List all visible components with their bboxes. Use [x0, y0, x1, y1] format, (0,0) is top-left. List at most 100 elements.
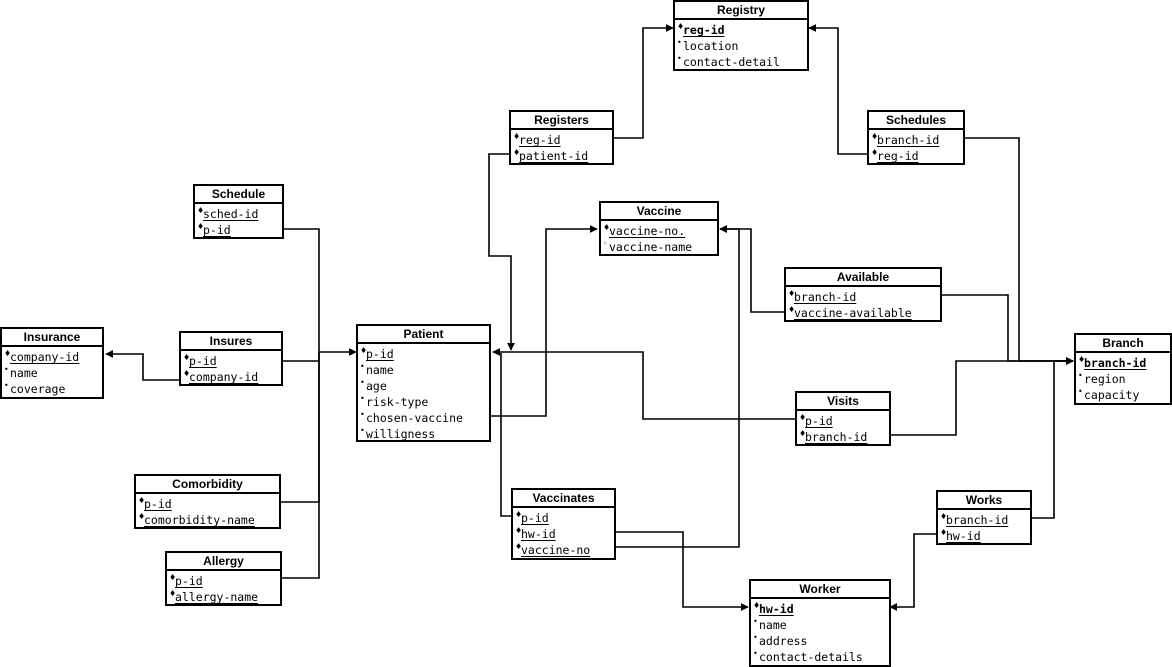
attribute-marker-icon: ♦: [871, 148, 879, 157]
entity-insurance[interactable]: Insurance♦company-id•name•coverage: [0, 327, 104, 399]
foreign-key-name: branch-id: [805, 430, 868, 444]
foreign-key-name: branch-id: [946, 513, 1009, 527]
attribute-marker-icon: •: [677, 38, 682, 47]
entity-registry[interactable]: Registry ♦reg-id•location•contact-detail: [673, 0, 809, 71]
foreign-key-name: reg-id: [877, 149, 919, 163]
entity-available[interactable]: Available♦branch-id♦vaccine-available: [784, 267, 942, 322]
attribute-row: •capacity: [1076, 387, 1170, 403]
entity-title: Schedule: [195, 186, 282, 204]
entity-title: Visits: [797, 393, 889, 411]
attribute-row: •risk-type: [358, 394, 489, 410]
attribute-list: ♦company-id•name•coverage: [2, 347, 102, 397]
attribute-marker-icon: ♦: [1078, 355, 1086, 364]
attribute-marker-icon: ♦: [799, 429, 807, 438]
attribute-name: willigness: [366, 427, 436, 441]
attribute-row: •region: [1076, 371, 1170, 387]
connector-vaccinates-vaccine: [615, 225, 740, 548]
attribute-marker-icon: •: [360, 362, 365, 371]
attribute-row: ♦p-id: [797, 413, 889, 429]
attribute-row: ♦reg-id: [869, 148, 963, 164]
attribute-row: ♦p-id: [136, 496, 279, 512]
entity-title: Worker: [751, 581, 889, 599]
attribute-row: •address: [751, 633, 889, 649]
entity-title: Works: [938, 492, 1030, 510]
attribute-marker-icon: •: [360, 378, 365, 387]
attribute-marker-icon: ♦: [677, 22, 685, 31]
entity-worker[interactable]: Worker♦hw-id•name•address•contact-detail…: [749, 579, 891, 667]
attribute-list: ♦reg-id♦patient-id: [511, 130, 612, 164]
attribute-list: ♦branch-id♦hw-id: [938, 510, 1030, 544]
attribute-marker-icon: ♦: [197, 206, 205, 215]
entity-schedules[interactable]: Schedules♦branch-id♦reg-id: [867, 110, 965, 165]
entity-schedule[interactable]: Schedule♦sched-id♦p-id: [193, 184, 284, 239]
connector-works-worker: [889, 533, 936, 611]
attribute-row: ♦reg-id: [675, 22, 807, 38]
attribute-row: ♦allergy-name: [167, 589, 280, 605]
attribute-row: ♦patient-id: [511, 148, 612, 164]
foreign-key-name: p-id: [366, 347, 394, 361]
attribute-marker-icon: •: [677, 54, 682, 63]
entity-title: Branch: [1076, 335, 1170, 353]
attribute-list: ♦p-id♦comorbidity-name: [136, 494, 279, 528]
entity-visits[interactable]: Visits♦p-id♦branch-id: [795, 391, 891, 446]
attribute-name: chosen-vaccine: [366, 411, 463, 425]
attribute-marker-icon: ♦: [513, 132, 521, 141]
entity-vaccine[interactable]: Vaccine♦vaccine-no.◦vaccine-name: [599, 201, 719, 256]
connector-patient-vaccine: [491, 225, 598, 417]
attribute-marker-icon: •: [753, 633, 758, 642]
attribute-marker-icon: ♦: [183, 369, 191, 378]
attribute-list: ♦hw-id•name•address•contact-details: [751, 599, 889, 665]
attribute-row: ♦reg-id: [511, 132, 612, 148]
attribute-row: ♦branch-id: [797, 429, 889, 445]
entity-allergy[interactable]: Allergy♦p-id♦allergy-name: [165, 551, 282, 606]
attribute-row: ♦sched-id: [195, 206, 282, 222]
attribute-marker-icon: ♦: [753, 601, 761, 610]
attribute-marker-icon: •: [360, 394, 365, 403]
attribute-name: age: [366, 379, 387, 393]
attribute-marker-icon: ♦: [799, 413, 807, 422]
entity-title: Registry: [675, 2, 807, 20]
attribute-marker-icon: ♦: [169, 589, 177, 598]
entity-branch[interactable]: Branch♦branch-id•region•capacity: [1074, 333, 1172, 405]
connector-schedule-patient: [283, 228, 320, 352]
attribute-marker-icon: ♦: [138, 512, 146, 521]
attribute-marker-icon: ♦: [515, 542, 523, 551]
attribute-marker-icon: •: [1078, 387, 1083, 396]
entity-works[interactable]: Works♦branch-id♦hw-id: [936, 490, 1032, 545]
attribute-marker-icon: ♦: [169, 573, 177, 582]
entity-comorbidity[interactable]: Comorbidity♦p-id♦comorbidity-name: [134, 474, 281, 529]
connector-insures-insurance: [105, 350, 179, 381]
attribute-name: contact-detail: [683, 55, 780, 69]
attribute-row: ♦p-id: [513, 510, 614, 526]
entity-title: Registers: [511, 112, 612, 130]
entity-registers[interactable]: Registers♦reg-id♦patient-id: [509, 110, 614, 165]
attribute-row: ♦p-id: [195, 222, 282, 238]
entity-title: Allergy: [167, 553, 280, 571]
attribute-list: ♦sched-id♦p-id: [195, 204, 282, 238]
entity-title: Available: [786, 269, 940, 287]
entity-insures[interactable]: Insures♦p-id♦company-id: [179, 331, 283, 386]
attribute-list: ♦branch-id♦reg-id: [869, 130, 963, 164]
attribute-marker-icon: •: [753, 649, 758, 658]
entity-patient[interactable]: Patient♦p-id•name•age•risk-type•chosen-v…: [356, 324, 491, 442]
connector-schedules-registry: [808, 24, 867, 155]
attribute-marker-icon: ♦: [513, 148, 521, 157]
attribute-row: •name: [358, 362, 489, 378]
attribute-name: contact-details: [759, 650, 863, 664]
foreign-key-name: sched-id: [203, 207, 259, 221]
attribute-marker-icon: ♦: [515, 526, 523, 535]
attribute-row: ♦hw-id: [751, 601, 889, 617]
attribute-row: ♦vaccine-available: [786, 305, 940, 321]
foreign-key-name: p-id: [521, 511, 549, 525]
attribute-marker-icon: ♦: [4, 349, 12, 358]
connector-vaccinates-worker: [615, 531, 749, 611]
connector-registers-registry: [613, 24, 674, 139]
entity-vaccinates[interactable]: Vaccinates♦p-id♦hw-id♦vaccine-no: [511, 488, 616, 560]
attribute-list: ♦p-id♦branch-id: [797, 411, 889, 445]
attribute-marker-icon: ♦: [871, 132, 879, 141]
attribute-marker-icon: •: [4, 365, 9, 374]
attribute-row: •coverage: [2, 381, 102, 397]
attribute-row: •location: [675, 38, 807, 54]
attribute-list: ♦vaccine-no.◦vaccine-name: [601, 221, 717, 255]
attribute-marker-icon: ♦: [138, 496, 146, 505]
